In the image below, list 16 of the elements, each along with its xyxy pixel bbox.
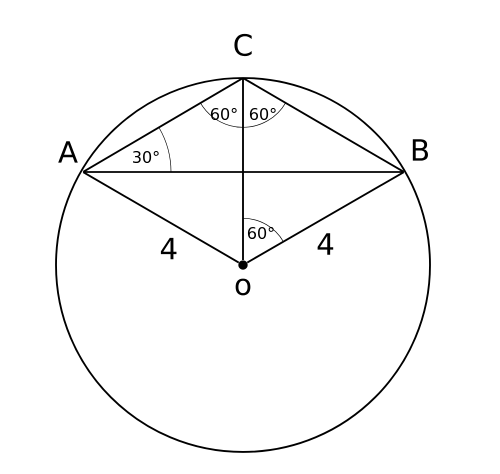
angle-label: 60° <box>250 108 276 120</box>
edge-label: 4 <box>160 238 176 260</box>
point-label: C <box>234 34 252 56</box>
line-segment <box>82 77 244 173</box>
point-label: B <box>412 139 428 161</box>
angle-label: 60° <box>210 108 237 120</box>
point-label: o <box>236 278 250 296</box>
edge-label: 4 <box>318 233 334 255</box>
line-segment <box>242 78 244 260</box>
line-segment <box>83 171 404 173</box>
point-label: A <box>58 141 78 163</box>
angle-label: 60° <box>248 226 274 240</box>
line-segment <box>82 171 240 264</box>
angle-label: 30° <box>133 150 159 164</box>
line-segment <box>242 77 404 173</box>
line-segment <box>246 171 404 264</box>
